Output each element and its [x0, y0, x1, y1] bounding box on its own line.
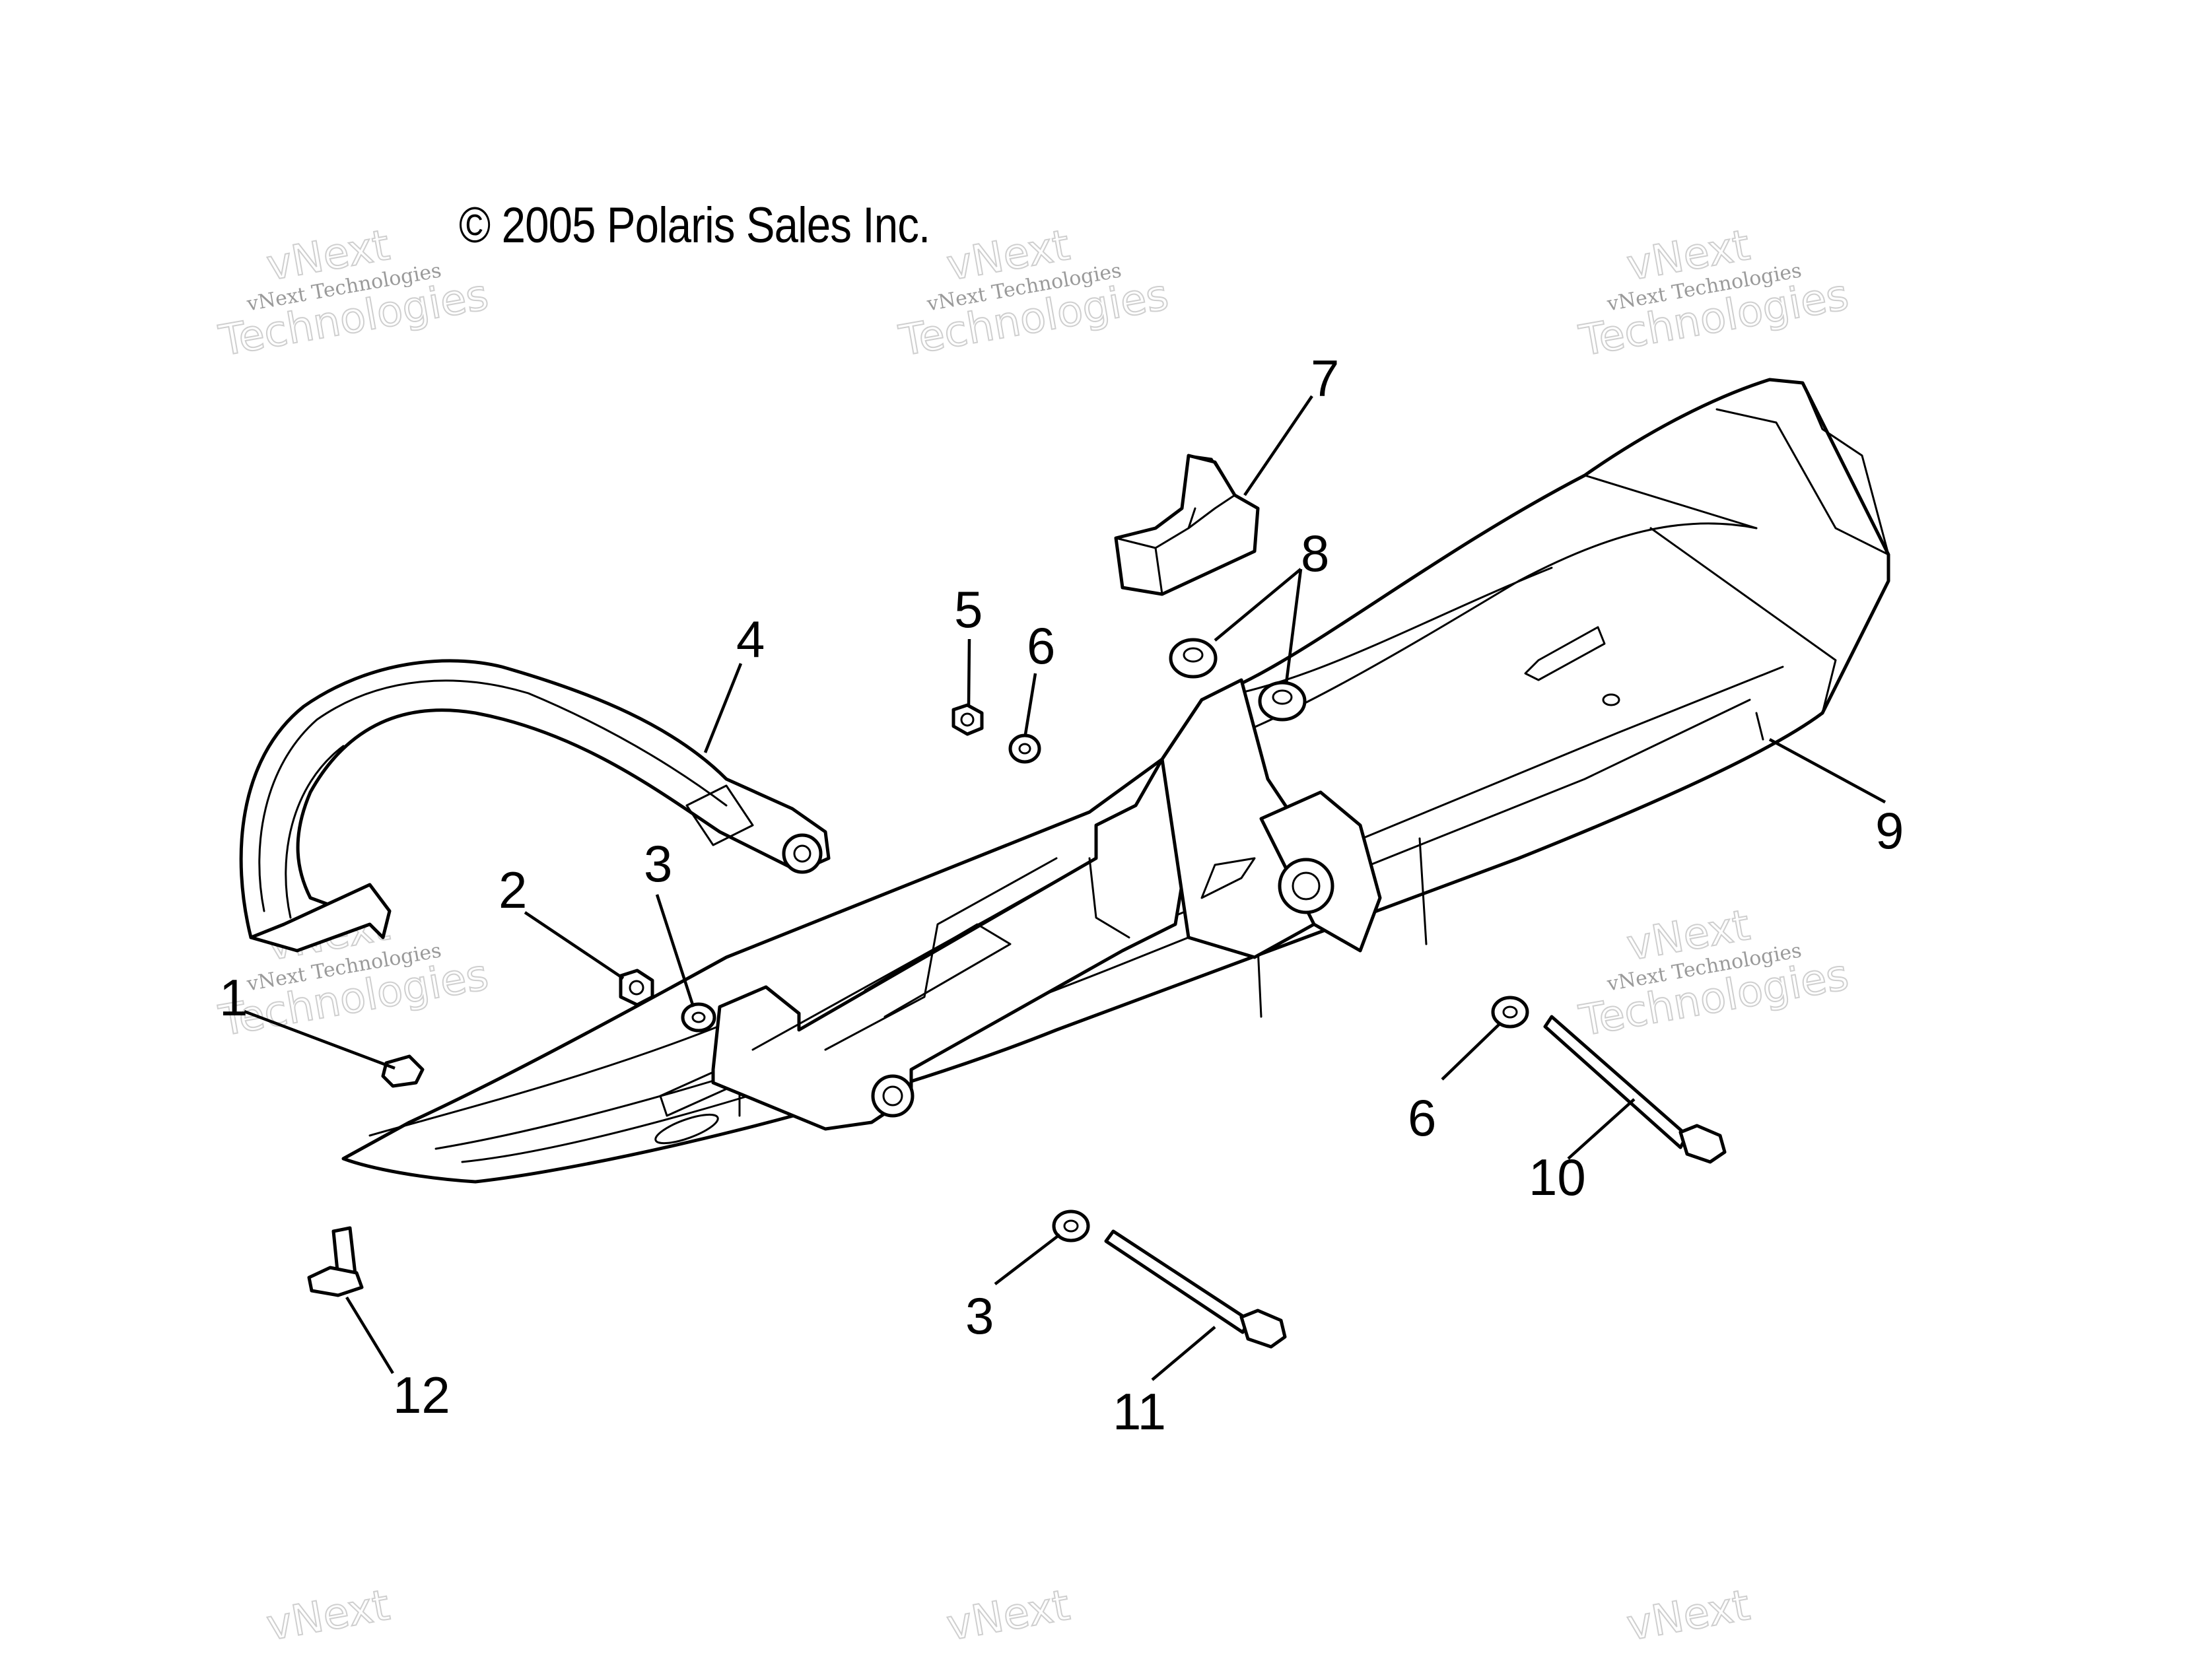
part-11-bolt: [1104, 1229, 1287, 1349]
leader-lines: [244, 395, 1886, 1381]
callout-5: 5: [954, 580, 983, 638]
callout-4: 4: [736, 610, 765, 668]
callout-8: 8: [1301, 524, 1329, 582]
callout-7: 7: [1311, 349, 1339, 407]
ski-clip: [381, 1054, 425, 1088]
part-2-nut: [619, 969, 654, 1007]
watermark-big: vNext: [1624, 1581, 1754, 1650]
part-6-washer-upper: [1008, 733, 1041, 764]
part-3-washer-upper: [681, 1002, 716, 1033]
ski-loop-handle: [239, 659, 831, 953]
part-3-washer-lower: [1052, 1209, 1090, 1242]
fasteners: [307, 638, 1727, 1349]
part-5-nut: [951, 703, 984, 736]
watermark-big: vNext: [944, 1581, 1074, 1650]
watermark-top-right: vNext vNext Technologies Technologies: [1575, 221, 1853, 367]
copyright-notice: © 2005 Polaris Sales Inc.: [459, 197, 930, 254]
callout-3-lower: 3: [965, 1287, 994, 1345]
watermark-mid-right: vNext vNext Technologies Technologies: [1575, 901, 1853, 1047]
callout-labels: 1 2 3 4 5 6 7 8 9 10 11 12 3 6: [219, 349, 1904, 1441]
watermark-top-left: vNext vNext Technologies Technologies: [215, 221, 493, 367]
watermark-big: vNext: [263, 1581, 394, 1650]
callout-12: 12: [393, 1366, 450, 1424]
watermark-bottom-right: vNext: [1623, 1581, 1754, 1651]
callout-11: 11: [1113, 1382, 1166, 1441]
part-10-bolt: [1543, 1015, 1727, 1164]
watermark-bottom-left: vNext: [263, 1581, 394, 1651]
watermark-bottom-center: vNext: [943, 1581, 1074, 1651]
callout-3-upper: 3: [644, 834, 672, 893]
callout-1: 1: [219, 969, 248, 1027]
callout-2: 2: [499, 861, 527, 919]
part-12-bolt: [307, 1226, 364, 1297]
part-6-washer-lower: [1491, 996, 1529, 1029]
callout-6-lower: 6: [1408, 1089, 1436, 1147]
callout-6-upper: 6: [1027, 617, 1055, 675]
callout-9: 9: [1875, 801, 1904, 860]
ski-saddle-block: [1114, 454, 1260, 596]
part-8-spacer-left: [1169, 638, 1218, 679]
ski-body: [341, 378, 1890, 1184]
callout-10: 10: [1529, 1148, 1586, 1206]
part-8-spacer-right: [1258, 681, 1307, 722]
watermark-top-center: vNext vNext Technologies Technologies: [895, 221, 1173, 367]
spindle-frame: [711, 678, 1382, 1131]
